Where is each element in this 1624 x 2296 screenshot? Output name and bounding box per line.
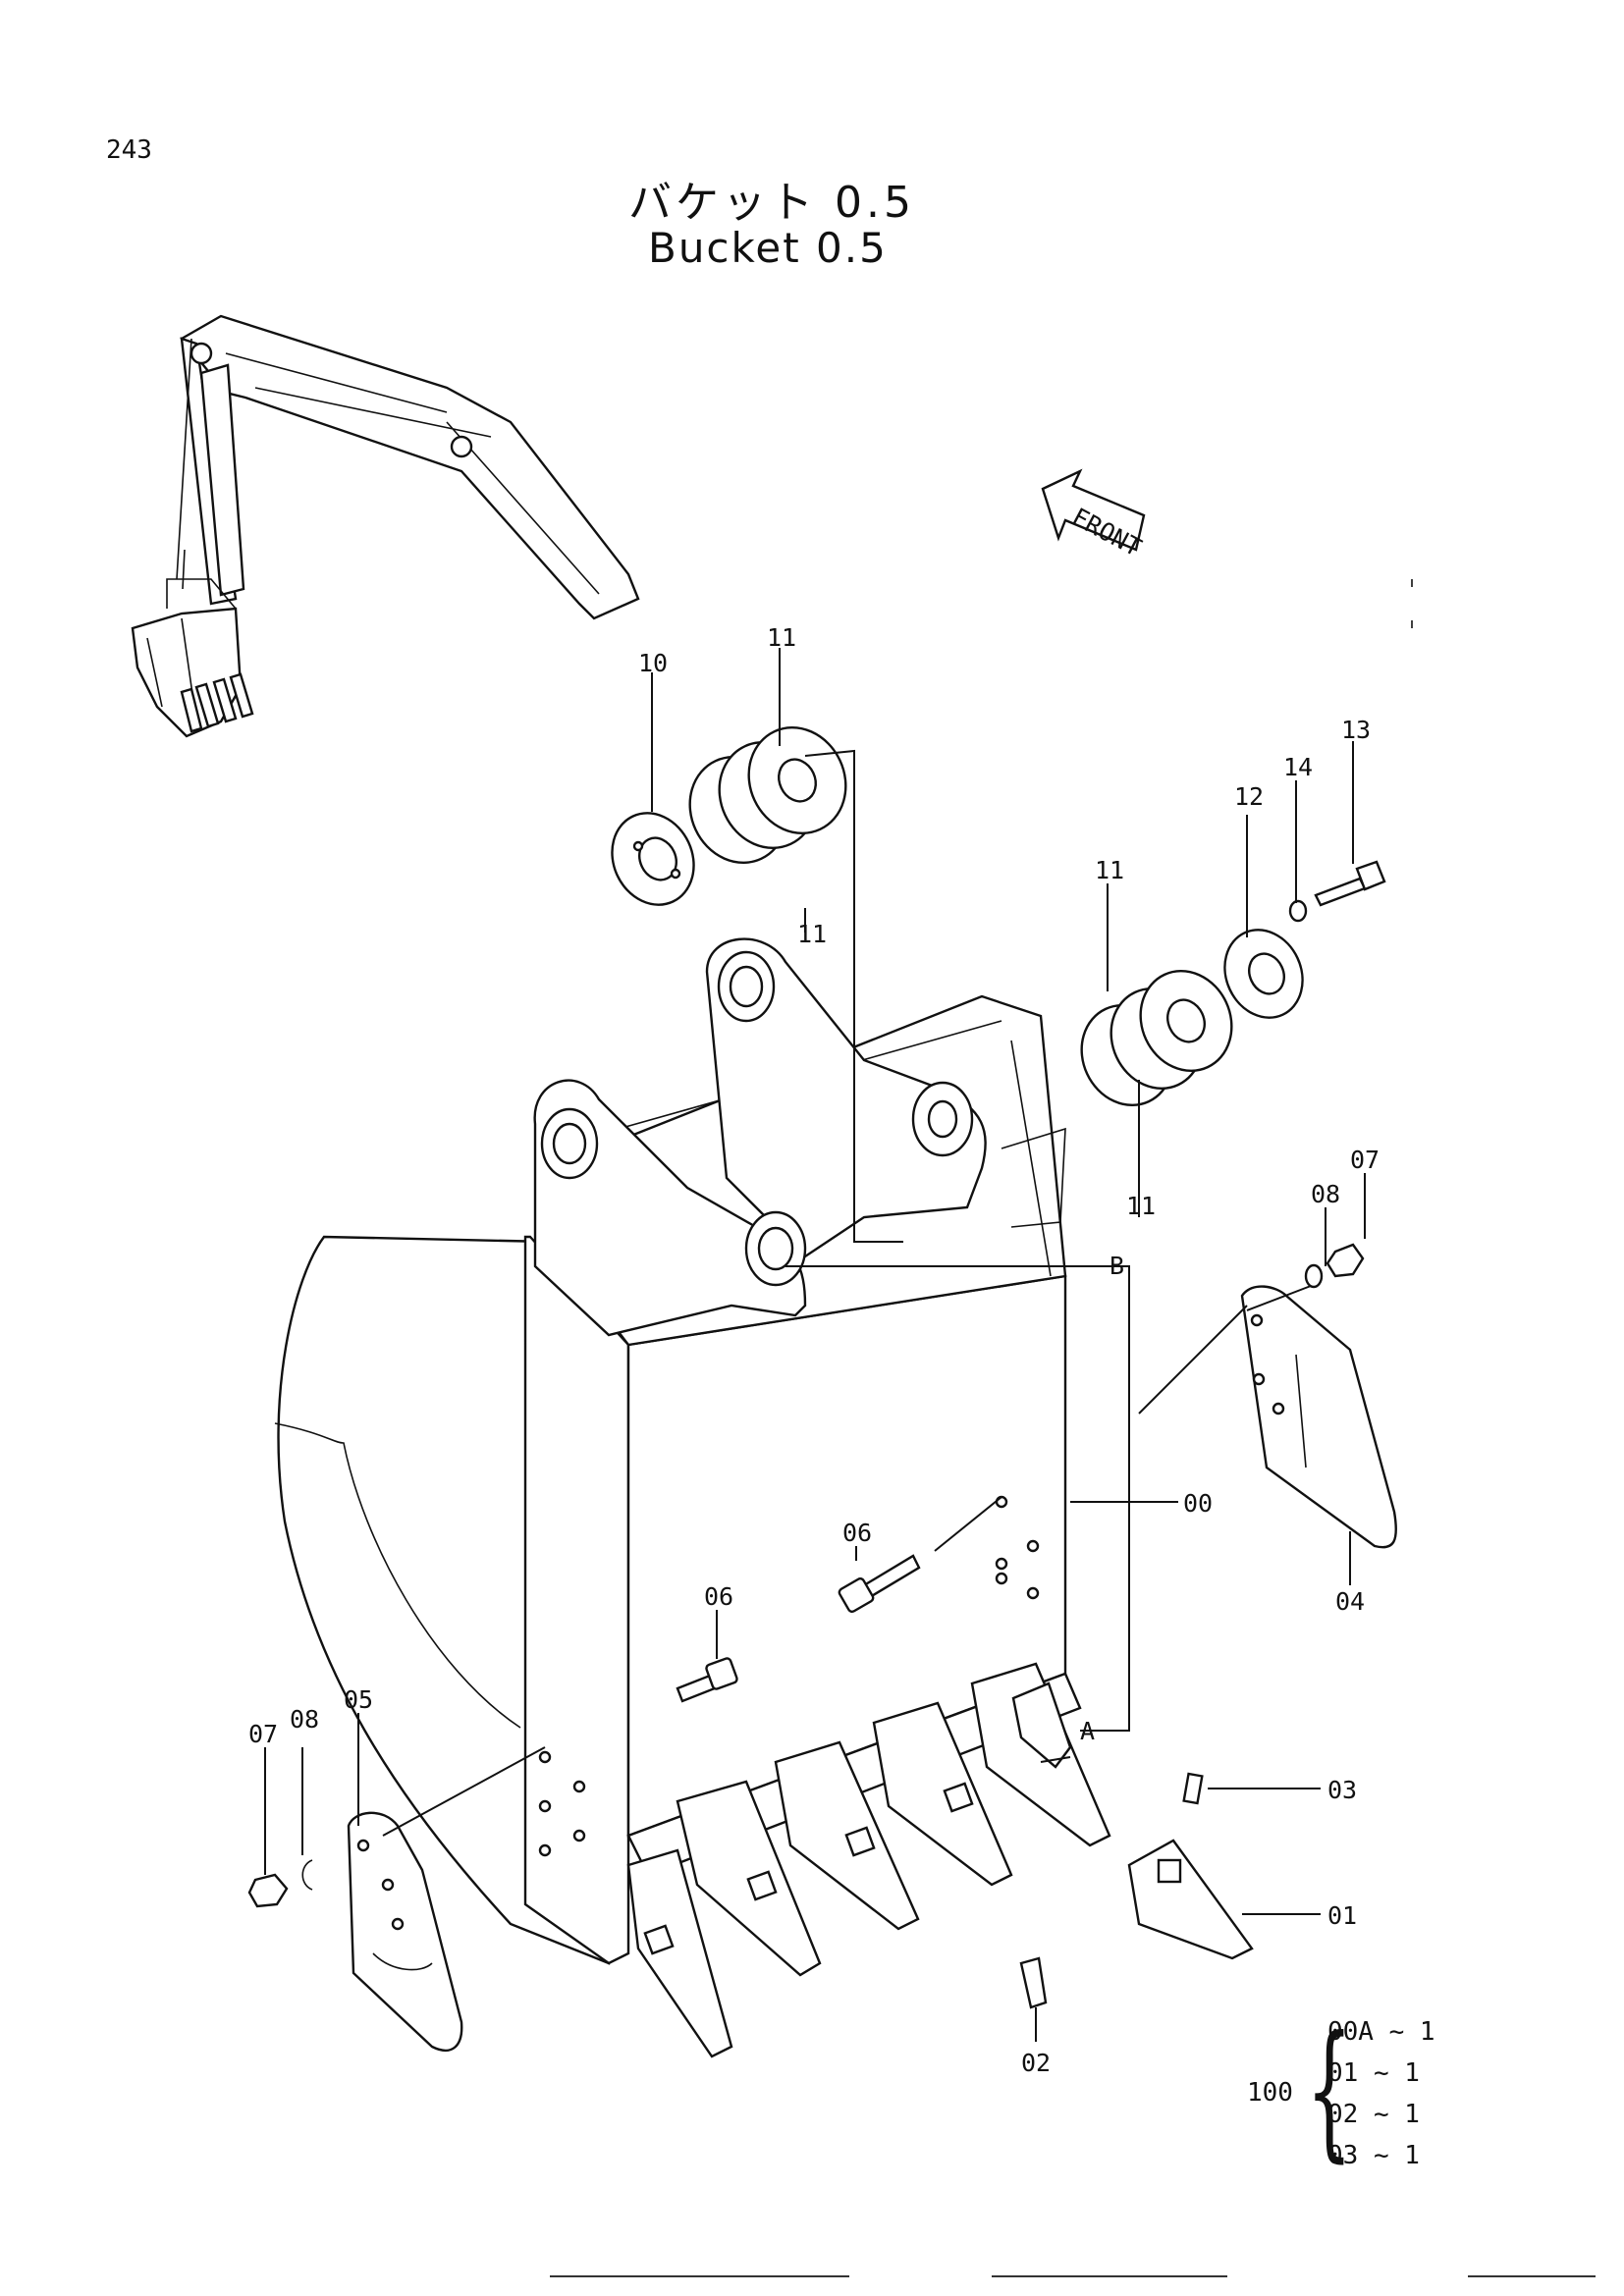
callout-08: 08	[1311, 1180, 1340, 1208]
adapter-tip	[1011, 1682, 1072, 1769]
bolt-06-left	[676, 1657, 738, 1703]
side-cutter-05	[347, 1811, 463, 2053]
shim-stack-11-lower	[1080, 969, 1233, 1107]
callout-02: 02	[1021, 2049, 1051, 2077]
lock-pin-03	[1182, 1772, 1204, 1805]
washer-12	[1223, 929, 1304, 1019]
callout-b: B	[1110, 1252, 1124, 1280]
page-number: 243	[106, 135, 152, 165]
callout-06: 06	[704, 1582, 733, 1611]
callout-07: 07	[1350, 1146, 1380, 1174]
footer-rule	[992, 2275, 1227, 2277]
side-cutter-04	[1240, 1285, 1397, 1549]
callout-08: 08	[290, 1705, 319, 1734]
callout-13: 13	[1341, 716, 1371, 744]
kit-item: 02 ~ 1	[1327, 2100, 1420, 2129]
kit-brace: {	[1306, 2005, 1353, 2176]
washer-10	[611, 812, 695, 906]
callout-06: 06	[842, 1519, 872, 1547]
bolt-13	[1314, 860, 1386, 907]
callout-14: 14	[1283, 753, 1313, 781]
callout-10: 10	[638, 649, 668, 677]
lock-washer-14	[1288, 899, 1308, 923]
kit-item: 01 ~ 1	[1327, 2058, 1420, 2088]
bolt-06-right	[838, 1554, 921, 1613]
callout-a: A	[1080, 1717, 1095, 1745]
leader-lines	[264, 648, 1366, 2042]
bucket-body-00	[274, 937, 1082, 1965]
pin-02	[1019, 1956, 1048, 2009]
title-japanese: バケット 0.5	[628, 178, 915, 228]
callout-12: 12	[1234, 782, 1264, 811]
kit-items: 00A ~ 1 01 ~ 1 02 ~ 1 03 ~ 1	[1327, 2017, 1435, 2182]
footer-rule	[550, 2275, 849, 2277]
kit-number: 100	[1247, 2078, 1293, 2108]
kit-item: 03 ~ 1	[1327, 2141, 1420, 2170]
title-english: Bucket 0.5	[648, 224, 888, 272]
front-direction-arrow: FRONT	[1041, 468, 1146, 562]
callout-07: 07	[248, 1720, 278, 1748]
footer-rule	[1468, 2275, 1596, 2277]
callout-04: 04	[1335, 1587, 1365, 1616]
callout-03: 03	[1327, 1776, 1357, 1804]
nut-07-right	[1326, 1243, 1365, 1278]
tooth-point-01	[1127, 1839, 1254, 1960]
nut-07-left	[247, 1873, 289, 1908]
callout-01: 01	[1327, 1901, 1357, 1930]
callout-labels: 10 11 11 11 11 12 14 13 07 08 04 00 B A …	[248, 623, 1380, 2077]
excavator-arm-thumbnail	[131, 314, 640, 738]
shim-stack-11-upper	[688, 725, 847, 865]
callout-00: 00	[1183, 1489, 1213, 1518]
callout-11: 11	[1126, 1192, 1156, 1220]
washer-08-left	[301, 1859, 313, 1891]
callout-11: 11	[767, 623, 796, 652]
kit-item: 00A ~ 1	[1327, 2017, 1435, 2047]
callout-11: 11	[1095, 856, 1124, 884]
washer-08-right	[1304, 1263, 1324, 1289]
callout-11: 11	[797, 920, 827, 948]
callout-05: 05	[344, 1685, 373, 1714]
